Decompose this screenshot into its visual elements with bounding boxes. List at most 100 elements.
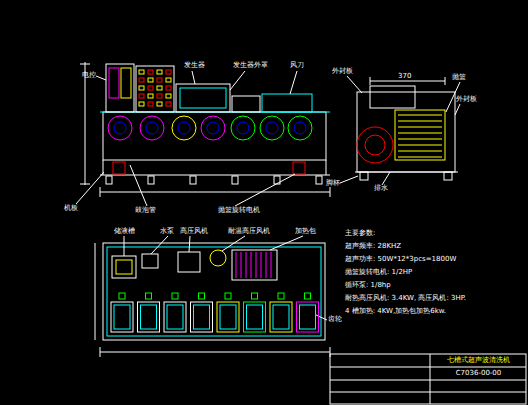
- part-label: 风刀: [290, 62, 304, 70]
- part-label: 发生器: [184, 62, 205, 70]
- part-label: 加热包: [295, 228, 316, 236]
- parameter-note: 循环泵: 1/8hp: [345, 282, 391, 290]
- panel-button: [166, 78, 171, 82]
- tank-circle: [237, 122, 249, 134]
- basket-mesh: [398, 121, 442, 122]
- part-label: 水泵: [160, 228, 174, 236]
- basket-mesh: [398, 133, 442, 134]
- part-label: 齿轮: [328, 316, 342, 324]
- fitting: [119, 293, 125, 299]
- tank: [247, 305, 263, 329]
- panel-button: [157, 70, 162, 74]
- title-text: 七槽式超声波清洗机: [447, 357, 510, 365]
- panel-button: [139, 78, 144, 82]
- panel-button: [148, 102, 153, 106]
- tank: [164, 302, 186, 332]
- part-label: 机板: [64, 205, 78, 213]
- title-text: C7036-00-00: [456, 370, 502, 378]
- heater-element: [246, 252, 247, 278]
- panel-button: [166, 86, 171, 90]
- foot: [106, 176, 112, 184]
- panel-button: [166, 70, 171, 74]
- panel-button: [139, 102, 144, 106]
- panel-button: [148, 70, 153, 74]
- fitting: [278, 293, 284, 299]
- foot: [190, 176, 196, 184]
- panel-button: [166, 102, 171, 106]
- tank: [270, 302, 292, 332]
- tank: [244, 302, 266, 332]
- panel-button: [139, 86, 144, 90]
- tank: [114, 305, 130, 329]
- basket-mesh: [398, 139, 442, 140]
- part-label: 鼓泡管: [135, 207, 156, 215]
- fitting: [225, 293, 231, 299]
- tank-circle: [172, 116, 196, 140]
- panel-button: [148, 86, 153, 90]
- tank-circle: [260, 116, 284, 140]
- tank-circle: [114, 122, 126, 134]
- basket-mesh: [398, 145, 442, 146]
- tank: [297, 302, 319, 332]
- tank-circle: [266, 122, 278, 134]
- part-label: 高压风机: [180, 228, 208, 236]
- part-label: 脚杯: [326, 180, 340, 188]
- tank: [111, 302, 133, 332]
- heater-element: [266, 252, 267, 278]
- tank: [191, 302, 213, 332]
- tank-circle: [294, 122, 306, 134]
- basket-mesh: [398, 151, 442, 152]
- tank: [138, 302, 160, 332]
- panel-button: [148, 94, 153, 98]
- dimension: 370: [398, 73, 411, 81]
- tank: [141, 305, 157, 329]
- panel-button: [157, 94, 162, 98]
- heater-element: [271, 252, 272, 278]
- heater-element: [256, 252, 257, 278]
- tank-circle: [108, 116, 132, 140]
- parameter-note: 超声功率: 50W*12*3pcs=1800W: [345, 256, 456, 264]
- heater-element: [236, 252, 237, 278]
- tank-circle: [201, 116, 225, 140]
- part-label: 外封板: [456, 96, 477, 104]
- tank: [217, 302, 239, 332]
- tank: [300, 305, 316, 329]
- tank-circle: [288, 116, 312, 140]
- tank-circle: [178, 122, 190, 134]
- tank-circle: [207, 122, 219, 134]
- foot: [148, 176, 154, 184]
- basket-mesh: [398, 115, 442, 116]
- panel-button: [139, 94, 144, 98]
- basket-mesh: [398, 127, 442, 128]
- heater-element: [251, 252, 252, 278]
- fitting: [305, 293, 311, 299]
- part-label: 储液槽: [114, 228, 135, 236]
- tank: [220, 305, 236, 329]
- fitting: [252, 293, 258, 299]
- panel-button: [157, 102, 162, 106]
- part-label: 发生器外罩: [233, 62, 268, 70]
- fitting: [172, 293, 178, 299]
- heater-element: [241, 252, 242, 278]
- parameter-note: 4 槽加热: 4KW,加热包加热6kw.: [345, 308, 446, 316]
- foot: [232, 176, 238, 184]
- part-label: 抛篮旋转电机: [218, 207, 260, 215]
- fitting: [199, 293, 205, 299]
- panel-button: [157, 86, 162, 90]
- panel-button: [139, 70, 144, 74]
- tank-circle: [146, 122, 158, 134]
- tank-circle: [140, 116, 164, 140]
- tank-circle: [231, 116, 255, 140]
- panel-button: [166, 94, 171, 98]
- part-label: 排水: [374, 185, 388, 193]
- foot: [316, 176, 322, 184]
- part-label: 抛篮: [452, 74, 466, 82]
- tank: [167, 305, 183, 329]
- title-cell: C7036-00-00: [432, 368, 525, 380]
- foot: [274, 176, 280, 184]
- tank: [273, 305, 289, 329]
- parameter-note: 主要参数:: [345, 230, 375, 238]
- parameter-note: 抛篮旋转电机: 1/2HP: [345, 269, 412, 277]
